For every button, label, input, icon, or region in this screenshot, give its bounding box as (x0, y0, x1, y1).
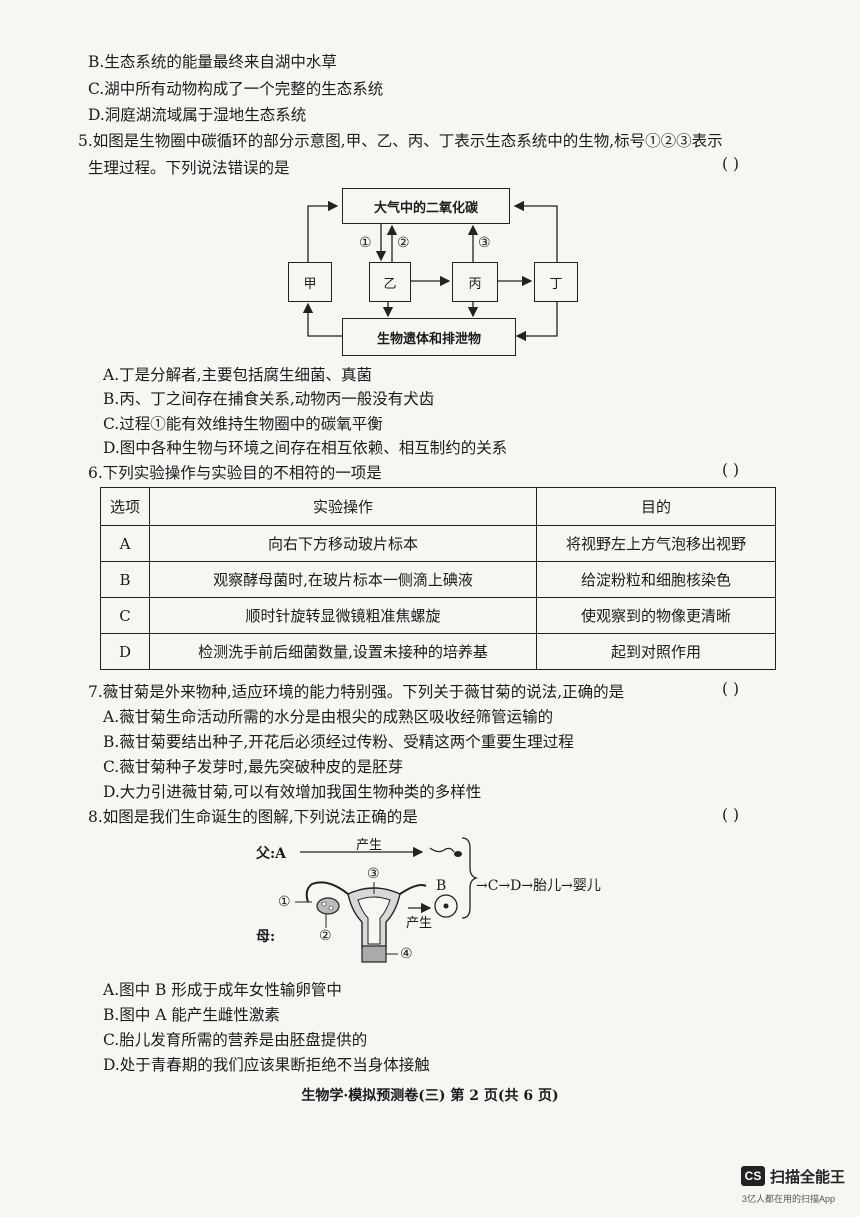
row-operation: 向右下方移动玻片标本 (149, 525, 537, 562)
q7-option-d: D.大力引进薇甘菊,可以有效增加我国生物种类的多样性 (103, 783, 482, 801)
camscanner-slogan: 3亿人都在用的扫描App (742, 1194, 836, 1204)
q7-answer-paren: ( ) (722, 680, 740, 698)
row-option: B (100, 561, 150, 598)
organism-yi-box: 乙 (369, 262, 411, 302)
reproduction-drawing (295, 837, 479, 963)
label-1: ① (278, 894, 291, 910)
q6-stem: 6.下列实验操作与实验目的不相符的一项是 (88, 464, 382, 482)
camscanner-logo-icon: CS (741, 1166, 765, 1186)
q5-option-d: D.图中各种生物与环境之间存在相互依赖、相互制约的关系 (103, 439, 508, 457)
q6-answer-paren: ( ) (722, 461, 740, 479)
atmosphere-co2-box: 大气中的二氧化碳 (342, 188, 510, 224)
experiment-table: 选项 实验操作 目的 A 向右下方移动玻片标本 将视野左上方气泡移出视野 B 观… (100, 487, 776, 670)
organism-bing-box: 丙 (452, 262, 498, 302)
q8-option-b: B.图中 A 能产生雌性激素 (103, 1006, 280, 1024)
label-4: ④ (400, 946, 413, 962)
carbon-cycle-arrows (302, 200, 558, 342)
q8-option-a: A.图中 B 形成于成年女性输卵管中 (103, 981, 342, 999)
q7-option-c: C.薇甘菊种子发芽时,最先突破种皮的是胚芽 (103, 758, 404, 776)
q4-option-d: D.洞庭湖流域属于湿地生态系统 (88, 106, 307, 124)
q8-stem: 8.如图是我们生命诞生的图解,下列说法正确的是 (88, 808, 418, 826)
q7-stem: 7.薇甘菊是外来物种,适应环境的能力特别强。下列关于薇甘菊的说法,正确的是 (88, 683, 625, 701)
q7-option-b: B.薇甘菊要结出种子,开花后必须经过传粉、受精这两个重要生理过程 (103, 733, 574, 751)
carbon-cycle-diagram: 大气中的二氧化碳 甲 乙 丙 丁 生物遗体和排泄物 ① ② ③ (285, 184, 578, 364)
organism-ding-box: 丁 (534, 262, 578, 302)
q5-option-c: C.过程①能有效维持生物圈中的碳氧平衡 (103, 415, 383, 433)
development-chain: →C→D→胎儿→婴儿 (476, 878, 601, 894)
produce-label-bottom: 产生 (406, 916, 433, 931)
table-row: A 向右下方移动玻片标本 将视野左上方气泡移出视野 (100, 525, 776, 562)
row-operation: 观察酵母菌时,在玻片标本一侧滴上碘液 (149, 561, 537, 598)
process-3-label: ③ (478, 235, 491, 251)
label-2: ② (319, 928, 332, 944)
table-row: C 顺时针旋转显微镜粗准焦螺旋 使观察到的物像更清晰 (100, 597, 776, 634)
q5-answer-paren: ( ) (722, 155, 740, 173)
header-purpose: 目的 (536, 487, 776, 526)
q4-option-b: B.生态系统的能量最终来自湖中水草 (88, 53, 337, 71)
header-option: 选项 (100, 487, 150, 526)
remains-box: 生物遗体和排泄物 (342, 318, 516, 356)
organism-jia-box: 甲 (288, 262, 332, 302)
q5-option-b: B.丙、丁之间存在捕食关系,动物丙一般没有犬齿 (103, 390, 435, 408)
q7-option-a: A.薇甘菊生命活动所需的水分是由根尖的成熟区吸收经筛管运输的 (103, 708, 554, 726)
process-1-label: ① (359, 235, 372, 251)
row-purpose: 给淀粉粒和细胞核染色 (536, 561, 776, 598)
row-operation: 顺时针旋转显微镜粗准焦螺旋 (149, 597, 537, 634)
mother-label: 母: (256, 929, 276, 945)
row-purpose: 起到对照作用 (536, 633, 776, 670)
process-2-label: ② (397, 235, 410, 251)
row-purpose: 使观察到的物像更清晰 (536, 597, 776, 634)
table-header-row: 选项 实验操作 目的 (100, 487, 776, 526)
q4-option-c: C.湖中所有动物构成了一个完整的生态系统 (88, 80, 384, 98)
label-3: ③ (367, 866, 380, 882)
table-row: B 观察酵母菌时,在玻片标本一侧滴上碘液 给淀粉粒和细胞核染色 (100, 561, 776, 598)
row-option: A (100, 525, 150, 562)
row-option: C (100, 597, 150, 634)
camscanner-name: 扫描全能王 (770, 1169, 846, 1186)
q5-stem-line1: 5.如图是生物圈中碳循环的部分示意图,甲、乙、丙、丁表示生态系统中的生物,标号①… (78, 132, 723, 150)
header-operation: 实验操作 (149, 487, 537, 526)
page-footer: 生物学·模拟预测卷(三) 第 2 页(共 6 页) (301, 1088, 559, 1104)
produce-label-top: 产生 (356, 838, 383, 853)
q5-stem-line2: 生理过程。下列说法错误的是 (88, 159, 290, 177)
reproduction-diagram: 父:A 产生 母: 产生 B →C→D→胎儿→婴儿 ① ② ③ ④ (250, 832, 630, 972)
table-row: D 检测洗手前后细菌数量,设置未接种的培养基 起到对照作用 (100, 633, 776, 670)
q8-option-c: C.胎儿发育所需的营养是由胚盘提供的 (103, 1031, 368, 1049)
father-label: 父:A (256, 846, 287, 862)
row-option: D (100, 633, 150, 670)
q8-answer-paren: ( ) (722, 806, 740, 824)
row-purpose: 将视野左上方气泡移出视野 (536, 525, 776, 562)
label-b: B (436, 878, 447, 894)
q5-option-a: A.丁是分解者,主要包括腐生细菌、真菌 (103, 366, 373, 384)
row-operation: 检测洗手前后细菌数量,设置未接种的培养基 (149, 633, 537, 670)
q8-option-d: D.处于青春期的我们应该果断拒绝不当身体接触 (103, 1056, 430, 1074)
